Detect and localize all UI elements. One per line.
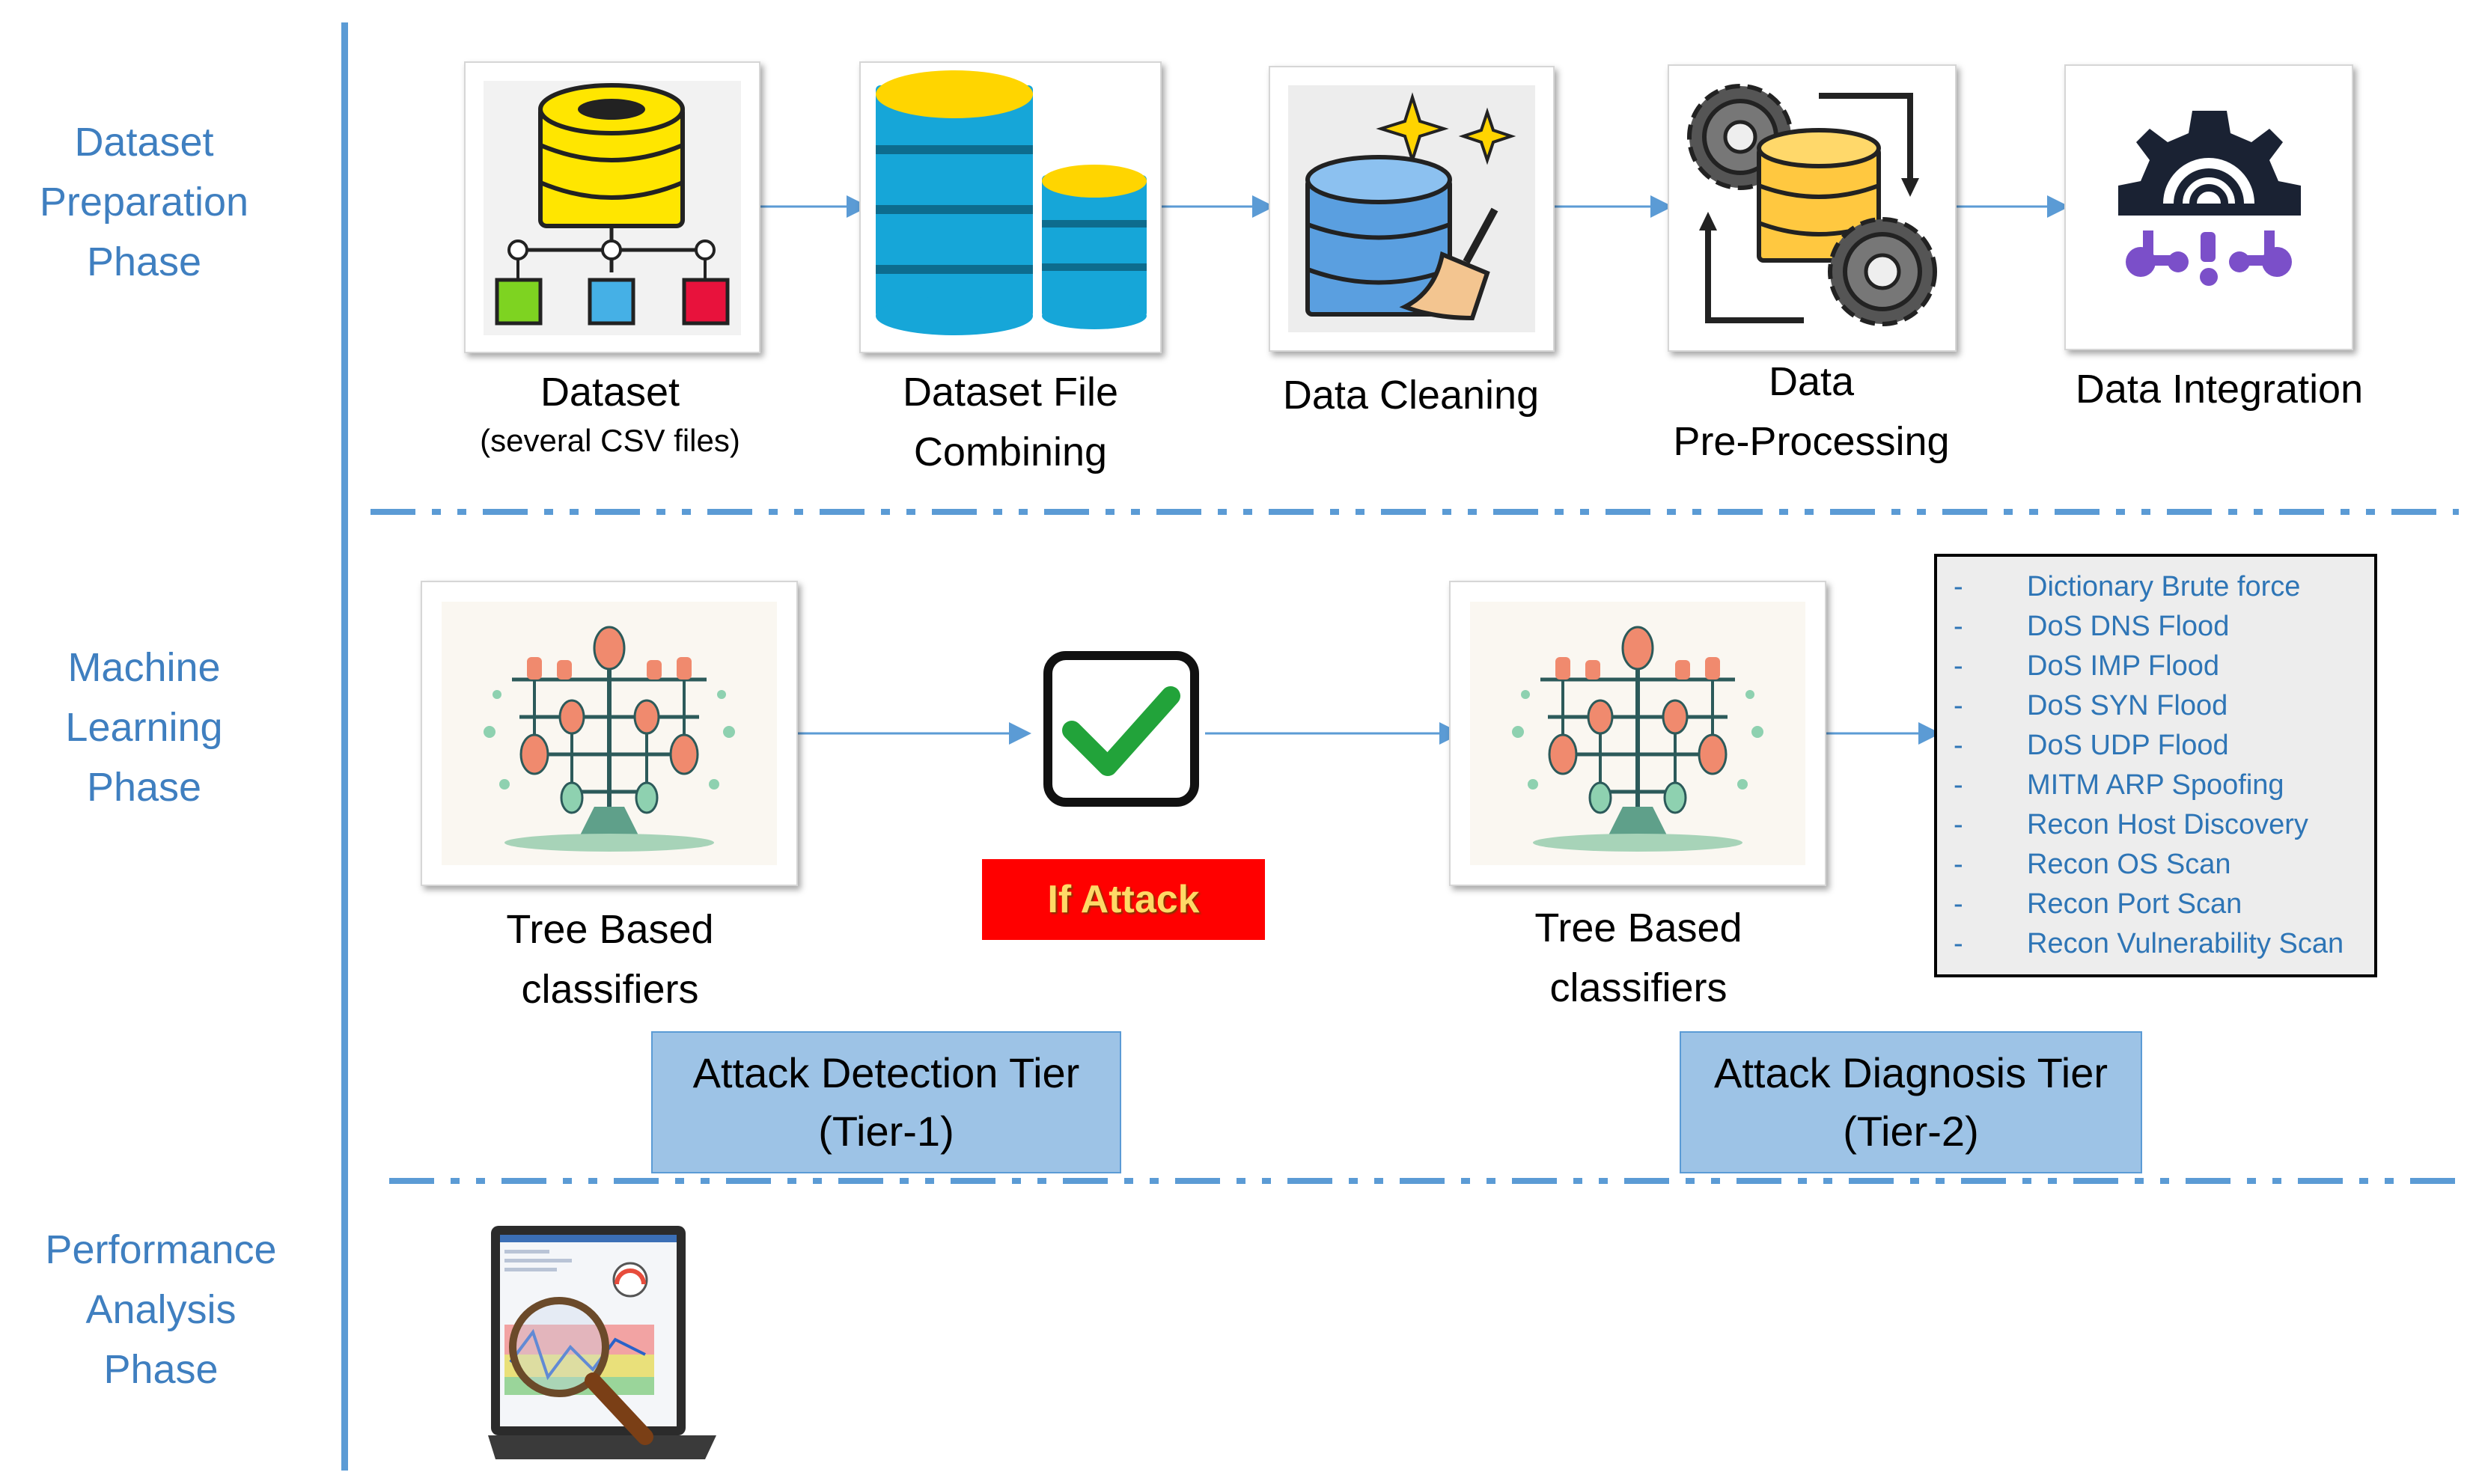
if-attack-label: If Attack — [982, 859, 1265, 940]
phase-label-dataset-preparation: Dataset Preparation Phase — [39, 120, 249, 284]
card-dataset-file-combining — [859, 61, 1162, 353]
card-data-integration — [2064, 64, 2353, 350]
attack-class-item: - Recon Vulnerability Scan — [1937, 924, 2374, 964]
caption-data-integration: Data Integration — [2075, 367, 2364, 412]
attack-class-item: - Recon OS Scan — [1937, 845, 2374, 885]
attack-class-label: Recon Port Scan — [2027, 888, 2242, 920]
phase-label-performance-analysis: Performance Analysis Phase — [45, 1227, 277, 1392]
caption-data-cleaning: Data Cleaning — [1282, 373, 1540, 418]
list-bullet: - — [1954, 888, 1963, 920]
tier1-title: Attack Detection Tier — [692, 1049, 1080, 1096]
list-bullet: - — [1954, 849, 1963, 880]
attack-class-item: - DoS DNS Flood — [1937, 607, 2374, 647]
attack-class-label: DoS UDP Flood — [2027, 730, 2229, 761]
card-tree-classifier-right — [1449, 581, 1826, 886]
decision-tree-icon — [1470, 602, 1805, 865]
attack-class-label: DoS DNS Flood — [2027, 611, 2230, 642]
list-bullet: - — [1954, 690, 1963, 721]
attack-class-item: - Dictionary Brute force — [1937, 567, 2374, 607]
card-dataset — [464, 61, 760, 353]
gears-database-icon — [1687, 84, 1937, 326]
phase-label-machine-learning: Machine Learning Phase — [65, 645, 223, 810]
stacked-databases-icon — [876, 70, 1147, 335]
laptop-analysis-icon — [488, 1212, 716, 1467]
tier2-title: Attack Diagnosis Tier — [1714, 1049, 2108, 1096]
caption-tree-classifier-right: Tree Based classifiers — [1534, 906, 1742, 1010]
phase-separator-top — [371, 509, 2459, 515]
list-bullet: - — [1954, 650, 1963, 682]
caption-tree-classifier-left: Tree Based classifiers — [506, 907, 714, 1012]
caption-dataset: Dataset — [540, 370, 680, 415]
gear-circuit-icon — [2118, 111, 2301, 286]
attack-class-item: - MITM ARP Spoofing — [1937, 766, 2374, 805]
attack-class-item: - DoS SYN Flood — [1937, 686, 2374, 726]
card-tree-classifier-left — [421, 581, 798, 886]
list-bullet: - — [1954, 571, 1963, 602]
attack-class-label: Recon Host Discovery — [2027, 809, 2308, 840]
attack-class-item: - DoS IMP Flood — [1937, 647, 2374, 686]
attack-class-list: - Dictionary Brute force - DoS DNS Flood - Do… — [1934, 554, 2377, 977]
check-icon — [1043, 651, 1199, 807]
card-data-preprocessing — [1668, 64, 1957, 352]
phase-divider-vertical — [341, 22, 348, 1471]
attack-class-item: - Recon Host Discovery — [1937, 805, 2374, 845]
database-network-icon — [484, 81, 741, 335]
database-broom-icon — [1288, 85, 1535, 332]
attack-class-item: - DoS UDP Flood — [1937, 726, 2374, 766]
tier1-subtitle: (Tier-1) — [818, 1108, 954, 1155]
list-bullet: - — [1954, 928, 1963, 959]
tier2-box: Attack Diagnosis Tier (Tier-2) — [1680, 1031, 2142, 1173]
attack-class-item: - Recon Port Scan — [1937, 885, 2374, 924]
decision-tree-icon — [442, 602, 777, 865]
list-bullet: - — [1954, 769, 1963, 801]
attack-class-label: Recon OS Scan — [2027, 849, 2231, 880]
caption-dataset-subtitle: (several CSV files) — [480, 423, 740, 458]
attack-class-label: Dictionary Brute force — [2027, 571, 2301, 602]
list-bullet: - — [1954, 611, 1963, 642]
attack-class-label: Recon Vulnerability Scan — [2027, 928, 2344, 959]
tier2-subtitle: (Tier-2) — [1843, 1108, 1979, 1155]
attack-class-label: DoS SYN Flood — [2027, 690, 2228, 721]
caption-dataset-file-combining: Dataset File Combining — [902, 370, 1119, 474]
list-bullet: - — [1954, 809, 1963, 840]
caption-data-preprocessing: Data Pre-Processing — [1673, 359, 1950, 464]
phase-separator-bottom — [389, 1178, 2463, 1184]
attack-class-label: MITM ARP Spoofing — [2027, 769, 2284, 801]
list-bullet: - — [1954, 730, 1963, 761]
card-data-cleaning — [1269, 66, 1555, 352]
attack-class-label: DoS IMP Flood — [2027, 650, 2219, 682]
tier1-box: Attack Detection Tier (Tier-1) — [651, 1031, 1121, 1173]
